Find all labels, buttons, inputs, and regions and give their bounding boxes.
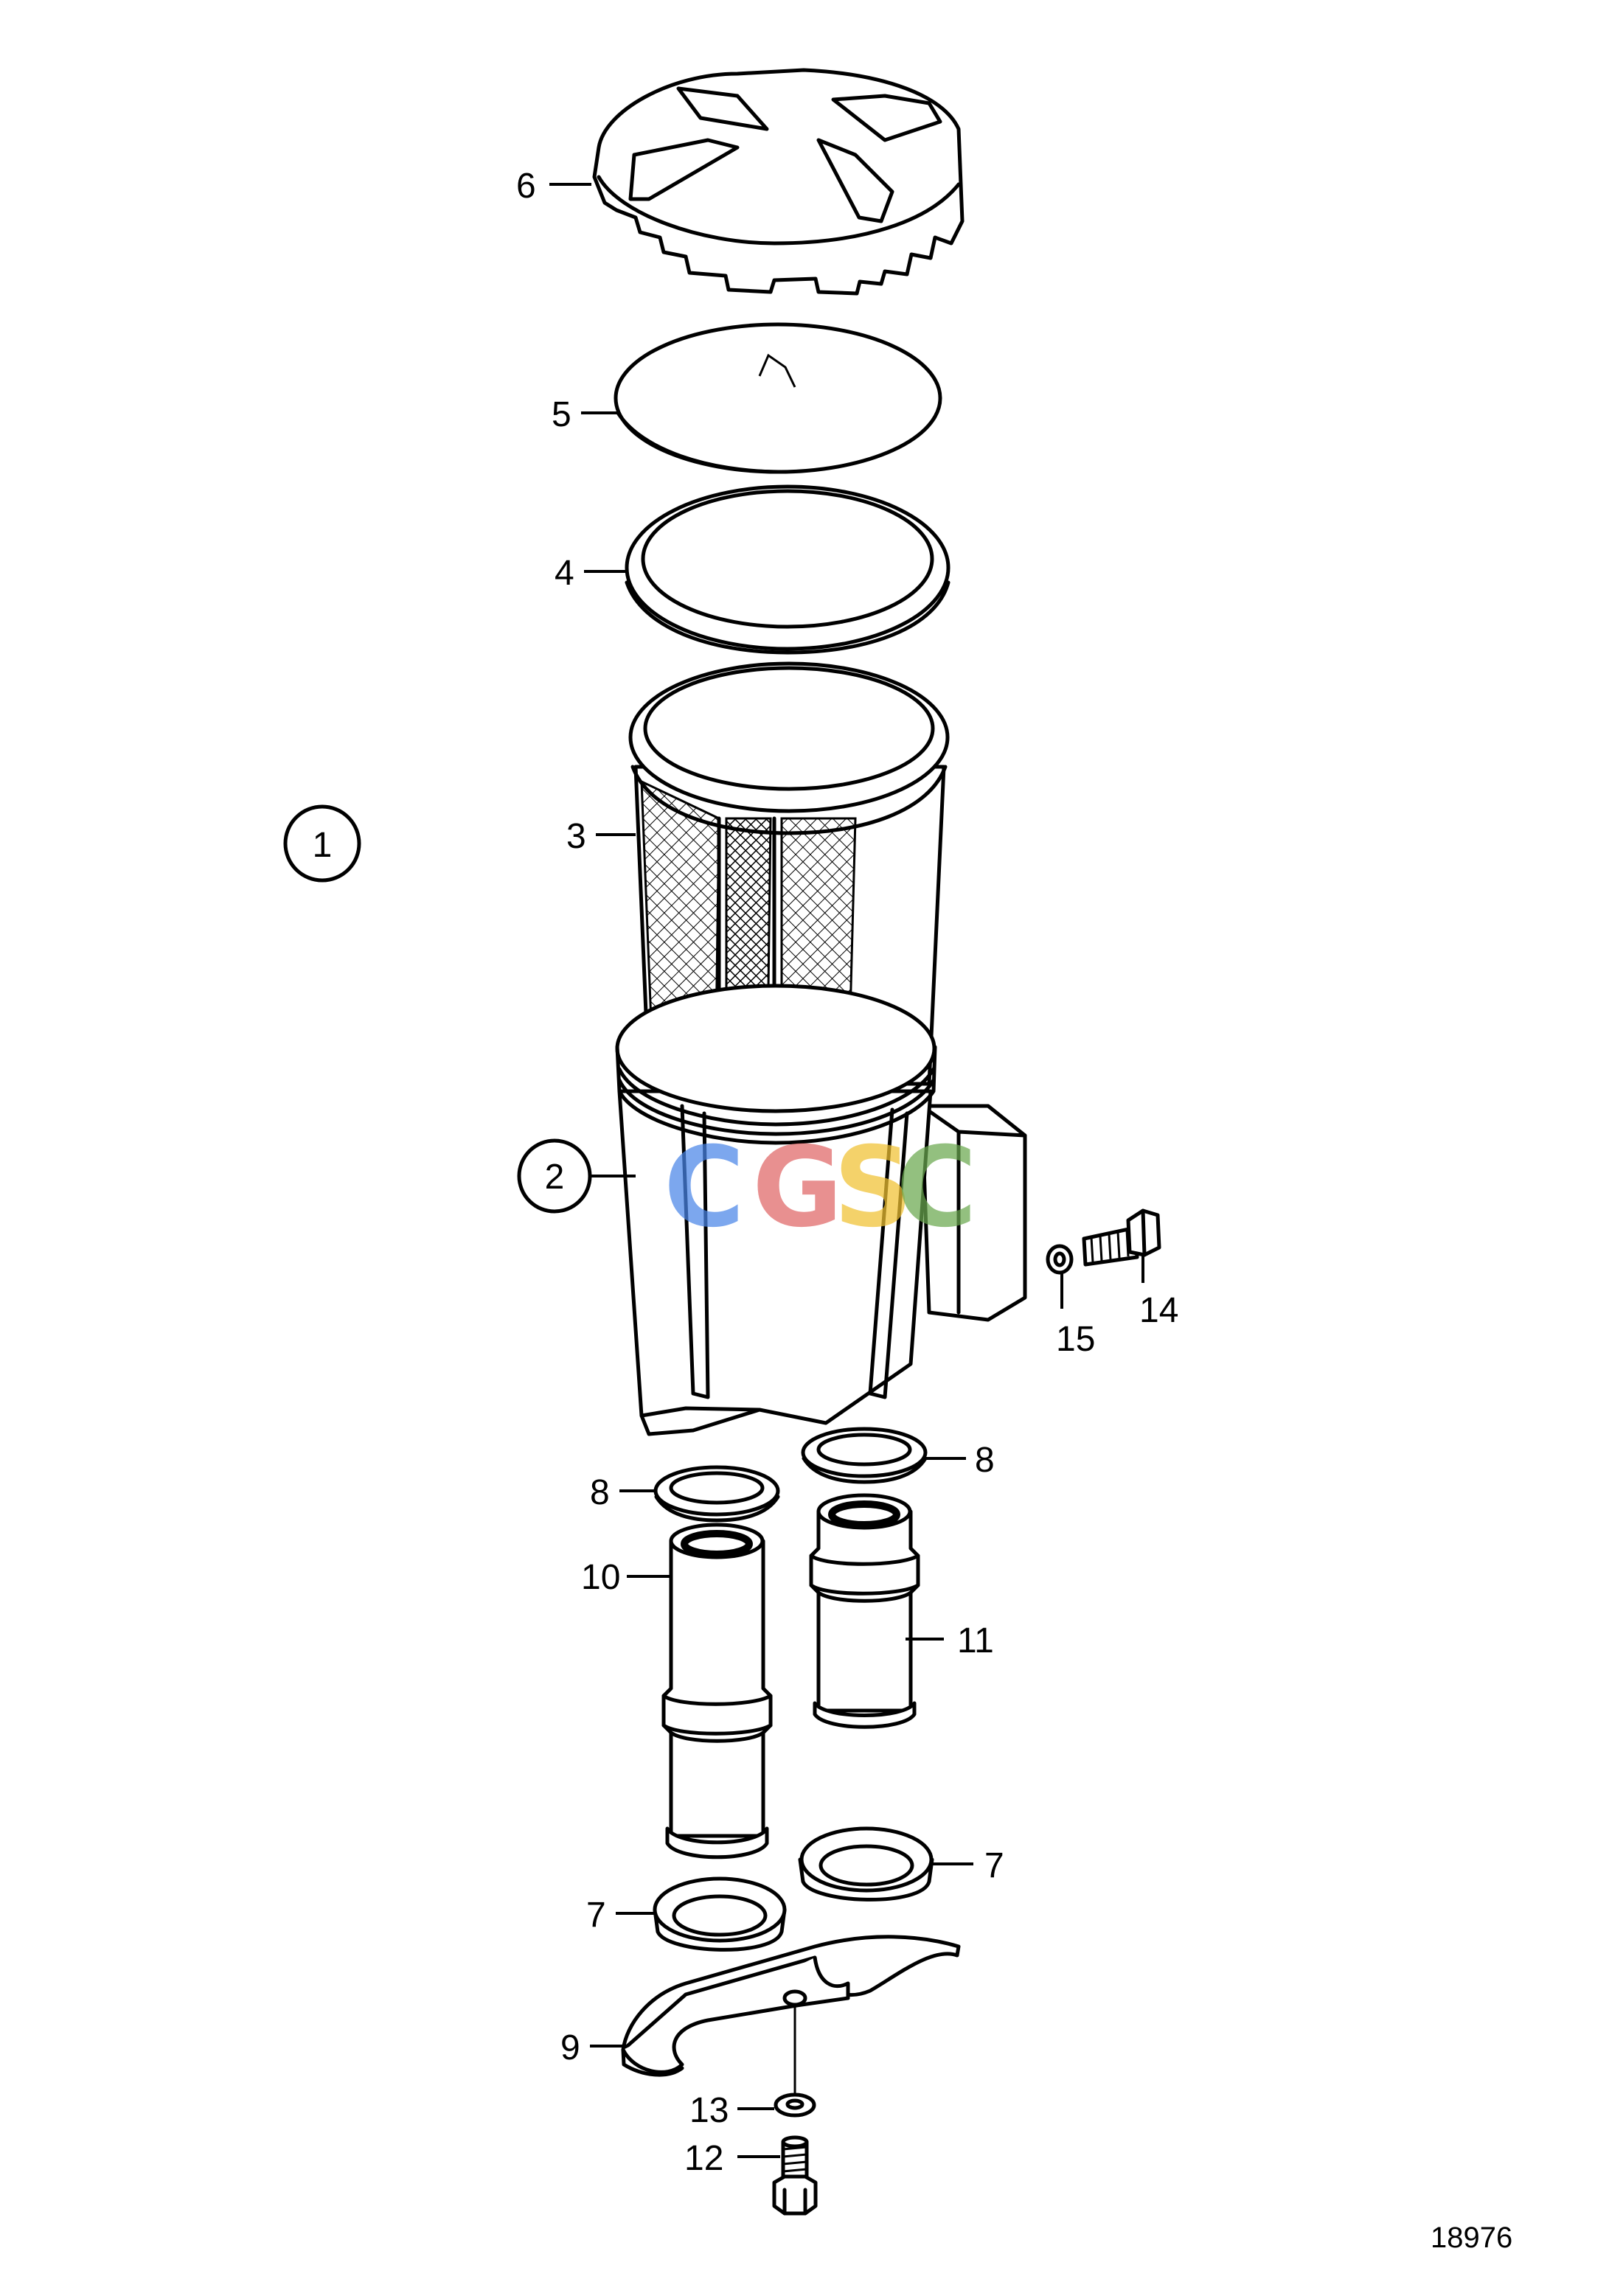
callout-seal-right: 7 xyxy=(984,1846,1004,1885)
housing-part xyxy=(615,984,1027,1436)
watermark-letter-c1: C xyxy=(664,1124,745,1252)
callout-pipe-long: 10 xyxy=(581,1558,620,1597)
callout-housing: 2 xyxy=(545,1158,565,1197)
pipe-long-part xyxy=(661,1523,773,1860)
callout-o-ring-right: 8 xyxy=(975,1441,995,1480)
watermark-letter-g: G xyxy=(752,1124,843,1252)
callout-sealing-ring: 4 xyxy=(555,554,574,593)
cover-plate-part xyxy=(614,322,942,474)
watermark-letter-s: S xyxy=(833,1124,913,1252)
callout-side-washer: 15 xyxy=(1056,1320,1095,1359)
seal-left-part xyxy=(653,1876,787,1952)
o-ring-right-part xyxy=(801,1427,928,1484)
o-ring-left-part xyxy=(653,1465,780,1523)
callout-cover-plate: 5 xyxy=(552,395,571,434)
watermark-logo: C G S C xyxy=(664,1124,977,1252)
callout-bottom-bolt: 12 xyxy=(684,2139,723,2178)
sealing-ring-part xyxy=(625,484,950,655)
watermark-letter-c2: C xyxy=(896,1124,977,1252)
callout-bracket: 9 xyxy=(560,2028,580,2067)
pipe-short-part xyxy=(809,1493,920,1729)
bottom-bolt-part xyxy=(772,2135,818,2216)
side-washer-part xyxy=(1046,1244,1074,1275)
callout-lid: 6 xyxy=(516,167,536,206)
bracket-part xyxy=(621,1935,961,2077)
callout-circle-assembly xyxy=(283,804,361,883)
figure-number: 18976 xyxy=(1431,2222,1512,2254)
callout-seal-left: 7 xyxy=(586,1896,606,1935)
seal-right-part xyxy=(798,1826,934,1902)
callout-o-ring-left: 8 xyxy=(590,1473,610,1512)
side-bolt-part xyxy=(1082,1208,1161,1267)
callout-bottom-washer: 13 xyxy=(689,2091,729,2130)
callout-side-bolt: 14 xyxy=(1139,1291,1178,1330)
bottom-washer-part xyxy=(774,2093,816,2118)
callout-strainer-basket: 3 xyxy=(566,817,586,856)
lid-part xyxy=(592,68,965,296)
callout-pipe-short: 11 xyxy=(957,1621,994,1660)
callout-assembly: 1 xyxy=(313,826,333,865)
